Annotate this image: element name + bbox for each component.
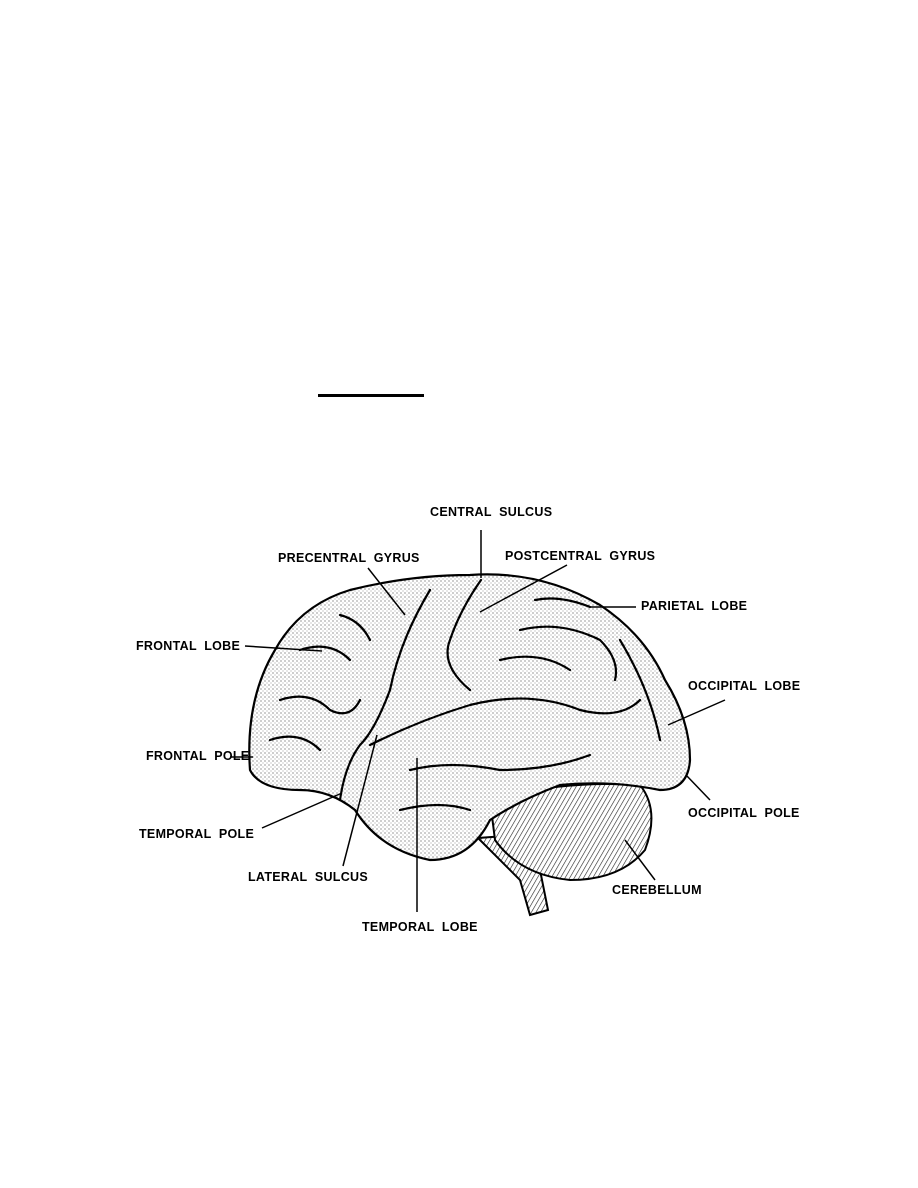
leader-frontal-lobe (244, 645, 323, 652)
label-frontal-pole: FRONTAL POLE (146, 749, 250, 763)
label-cerebellum: CEREBELLUM (612, 883, 702, 897)
leader-temporal-pole (261, 792, 343, 829)
label-central-sulcus: CENTRAL SULCUS (430, 505, 553, 519)
label-postcentral-gyrus: POSTCENTRAL GYRUS (505, 549, 656, 563)
leader-lateral-sulcus (342, 734, 378, 867)
label-frontal-lobe: FRONTAL LOBE (136, 639, 241, 653)
leader-cerebellum (624, 839, 656, 881)
label-occipital-pole: OCCIPITAL POLE (688, 806, 800, 820)
title-underline (318, 394, 424, 397)
label-lateral-sulcus: LATERAL SULCUS (248, 870, 369, 884)
leader-occipital-pole (685, 774, 711, 801)
leader-occipital-lobe (667, 699, 726, 726)
cerebrum-shape (248, 573, 692, 862)
cerebellum-shape (488, 783, 653, 882)
label-precentral-gyrus: PRECENTRAL GYRUS (278, 551, 420, 565)
leader-precentral-gyrus (367, 567, 406, 616)
label-parietal-lobe: PARIETAL LOBE (641, 599, 748, 613)
leader-postcentral-gyrus (479, 564, 568, 613)
label-occipital-lobe: OCCIPITAL LOBE (688, 679, 801, 693)
label-temporal-pole: TEMPORAL POLE (139, 827, 255, 841)
label-temporal-lobe: TEMPORAL LOBE (362, 920, 478, 934)
